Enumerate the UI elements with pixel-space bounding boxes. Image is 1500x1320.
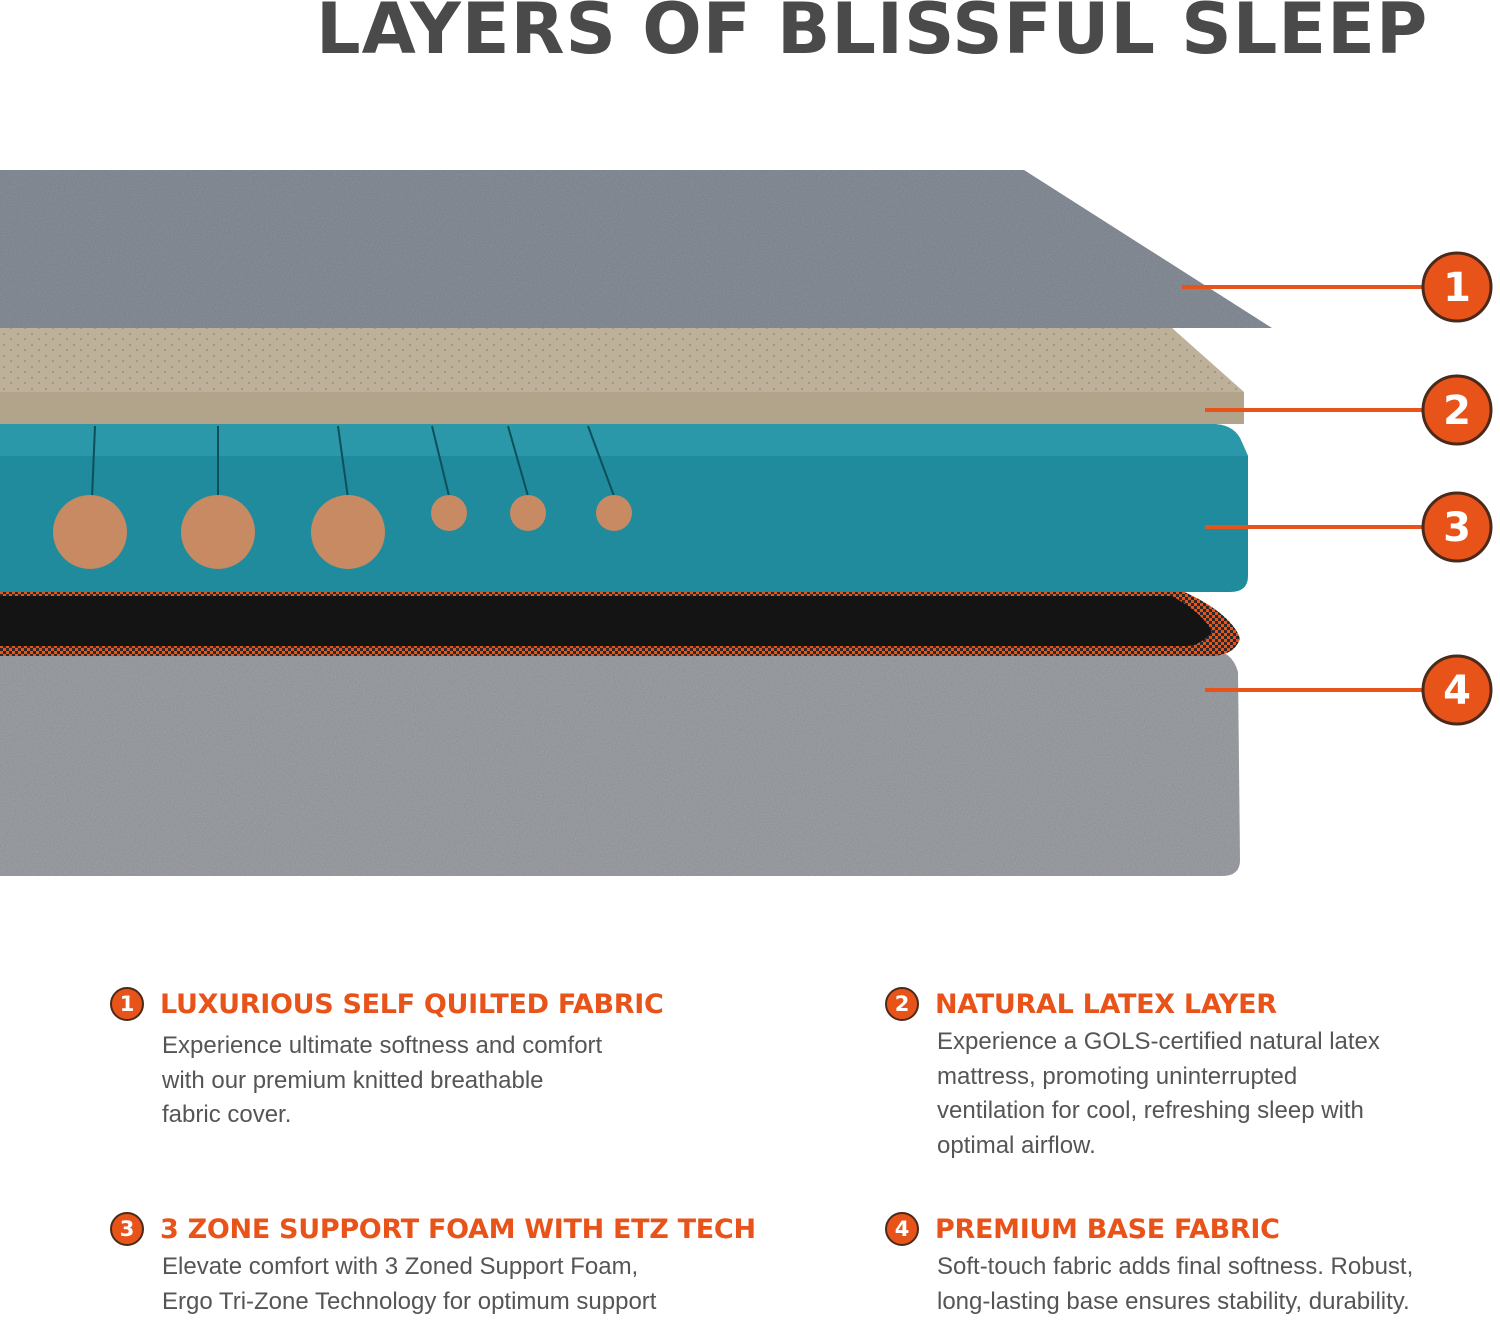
top-fabric-layer bbox=[0, 170, 1272, 328]
zone-dots bbox=[53, 495, 632, 569]
feature-3-number-badge: 3 bbox=[110, 1212, 144, 1246]
feature-3-line: Ergo Tri-Zone Technology for optimum sup… bbox=[162, 1287, 657, 1315]
feature-1-title: LUXURIOUS SELF QUILTED FABRIC bbox=[160, 988, 664, 1020]
feature-3-line: Elevate comfort with 3 Zoned Support Foa… bbox=[162, 1253, 639, 1280]
page-headline: LAYERS OF BLISSFUL SLEEP bbox=[316, 0, 1429, 70]
feature-support-foam: 3 3 ZONE SUPPORT FOAM WITH ETZ TECH Elev… bbox=[110, 1212, 756, 1319]
feature-2-line: Experience a GOLS-certified natural late… bbox=[937, 1028, 1380, 1055]
feature-4-description: Soft-touch fabric adds final softness. R… bbox=[937, 1250, 1413, 1319]
marker-3-number: 3 bbox=[1443, 505, 1471, 551]
feature-latex-layer: 2 NATURAL LATEX LAYER Experience a GOLS-… bbox=[885, 987, 1380, 1163]
feature-2-line: mattress, promoting uninterrupted bbox=[937, 1062, 1298, 1090]
feature-4-line: Soft-touch fabric adds final softness. R… bbox=[937, 1253, 1414, 1280]
feature-2-line: optimal airflow. bbox=[937, 1131, 1096, 1159]
mattress-layers-illustration: 1 2 3 4 bbox=[0, 170, 1493, 876]
marker-4-number: 4 bbox=[1443, 668, 1471, 714]
zone-channels bbox=[91, 425, 615, 499]
feature-2-title: NATURAL LATEX LAYER bbox=[935, 988, 1277, 1020]
latex-layer bbox=[0, 328, 1244, 424]
feature-1-line: with our premium knitted breathable bbox=[162, 1066, 544, 1094]
feature-4-title: PREMIUM BASE FABRIC bbox=[935, 1213, 1280, 1245]
feature-1-line: fabric cover. bbox=[162, 1101, 292, 1128]
feature-4-line: long-lasting base ensures stability, dur… bbox=[937, 1287, 1410, 1315]
feature-1-description: Experience ultimate softness and comfort… bbox=[162, 1029, 664, 1133]
feature-2-number-badge: 2 bbox=[885, 987, 919, 1021]
callout-lines bbox=[1182, 285, 1422, 692]
feature-3-title: 3 ZONE SUPPORT FOAM WITH ETZ TECH bbox=[160, 1213, 756, 1245]
marker-1-number: 1 bbox=[1443, 265, 1471, 311]
feature-quilted-fabric: 1 LUXURIOUS SELF QUILTED FABRIC Experien… bbox=[110, 987, 664, 1133]
support-foam-layer bbox=[0, 424, 1248, 592]
feature-3-description: Elevate comfort with 3 Zoned Support Foa… bbox=[162, 1250, 756, 1319]
feature-2-description: Experience a GOLS-certified natural late… bbox=[937, 1025, 1380, 1163]
feature-1-number-badge: 1 bbox=[110, 987, 144, 1021]
feature-2-line: ventilation for cool, refreshing sleep w… bbox=[937, 1097, 1364, 1124]
marker-4: 4 bbox=[1421, 654, 1493, 726]
marker-2-number: 2 bbox=[1443, 388, 1471, 434]
feature-4-number-badge: 4 bbox=[885, 1212, 919, 1246]
base-fabric-layer bbox=[0, 590, 1240, 876]
feature-1-line: Experience ultimate softness and comfort bbox=[162, 1032, 603, 1059]
marker-1: 1 bbox=[1421, 251, 1493, 323]
marker-3: 3 bbox=[1421, 491, 1493, 563]
marker-2: 2 bbox=[1421, 374, 1493, 446]
feature-base-fabric: 4 PREMIUM BASE FABRIC Soft-touch fabric … bbox=[885, 1212, 1413, 1319]
